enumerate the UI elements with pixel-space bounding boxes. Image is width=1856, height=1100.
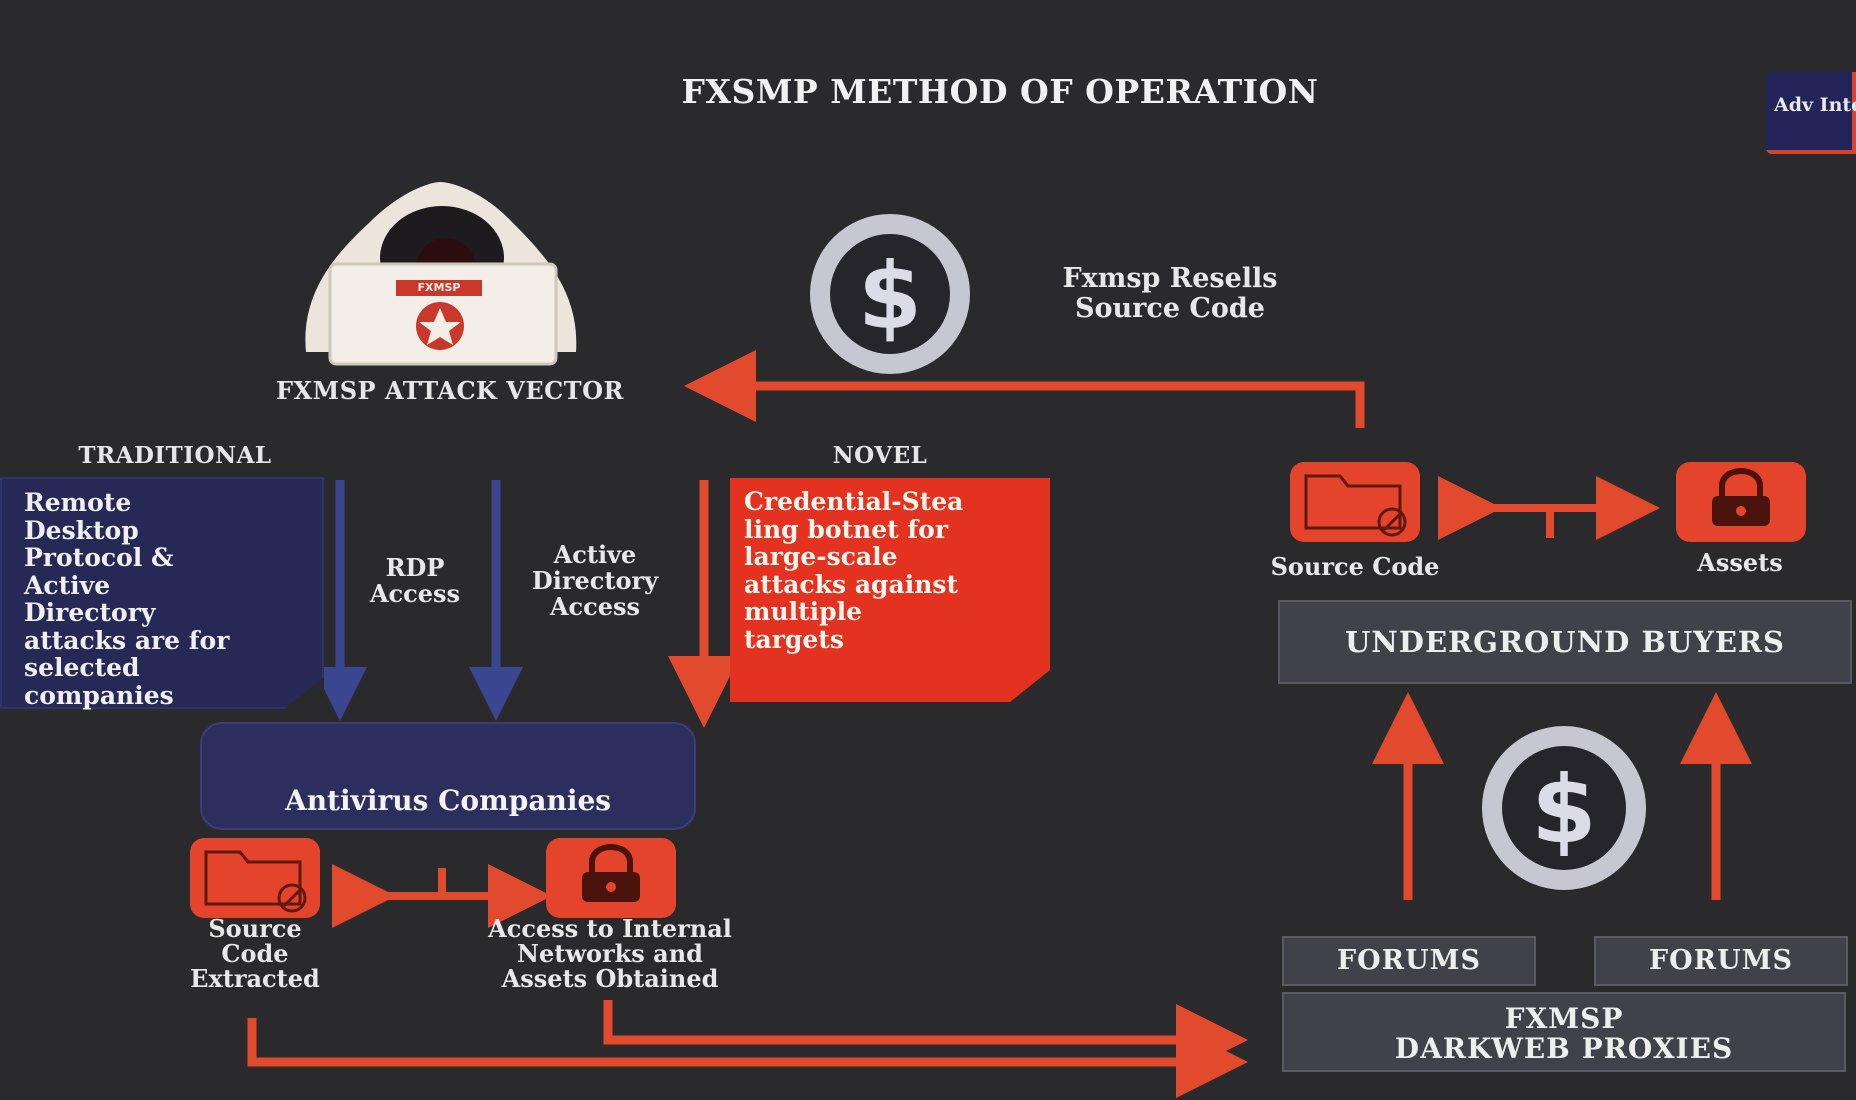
attack-vector-label: FXMSP ATTACK VECTOR	[276, 376, 624, 405]
source-code-label: Source Code	[1270, 552, 1440, 581]
novel-note-text: Credential-Stea ling botnet for large-sc…	[744, 487, 964, 654]
folder-icon	[1290, 462, 1420, 542]
flow-arrow-inner	[603, 1000, 1248, 1076]
antivirus-box: Antivirus Companies	[200, 722, 696, 830]
dollar-icon: $	[810, 214, 970, 374]
underground-buyers-panel: UNDERGROUND BUYERS	[1278, 600, 1852, 684]
flow-arrow-outer	[247, 1018, 1248, 1098]
traditional-heading: TRADITIONAL	[78, 442, 272, 469]
novel-heading: NOVEL	[832, 442, 928, 469]
note-fold	[284, 677, 324, 709]
dollar-icon-bottom: $	[1482, 726, 1646, 890]
folder-icon	[190, 838, 320, 918]
novel-note: Credential-Stea ling botnet for large-sc…	[730, 478, 1050, 702]
rdp-access-label: RDP Access	[369, 553, 461, 608]
forums-left: FORUMS	[1282, 936, 1536, 986]
note-fold	[1010, 670, 1050, 702]
antivirus-label: Antivirus Companies	[284, 784, 612, 817]
ad-access-label: Active Directory Access	[531, 540, 659, 621]
assets-label: Assets	[1697, 548, 1783, 577]
lock-icon	[1676, 462, 1806, 542]
forums-right: FORUMS	[1594, 936, 1848, 986]
source-extracted-label: Source Code Extracted	[190, 914, 320, 993]
svg-text:$: $	[1531, 756, 1596, 865]
resells-label: Fxmsp Resells Source Code	[1062, 263, 1278, 324]
brand-logo: Adv Intel	[1766, 72, 1856, 154]
diagram-title: FXSMP METHOD OF OPERATION	[681, 72, 1319, 111]
hacker-icon	[305, 182, 577, 366]
access-internal-label: Access to Internal Networks and Assets O…	[488, 914, 732, 993]
hacker-badge: FXMSP	[417, 281, 461, 294]
traditional-note: Remote Desktop Protocol & Active Directo…	[0, 477, 324, 709]
logo-text: Adv Intel	[1774, 94, 1856, 116]
lock-icon	[546, 838, 676, 918]
svg-text:$: $	[858, 243, 922, 350]
traditional-note-text: Remote Desktop Protocol & Active Directo…	[24, 488, 230, 710]
resell-arrow	[684, 350, 1365, 428]
darkweb-proxies-panel: FXMSP DARKWEB PROXIES	[1282, 992, 1846, 1072]
